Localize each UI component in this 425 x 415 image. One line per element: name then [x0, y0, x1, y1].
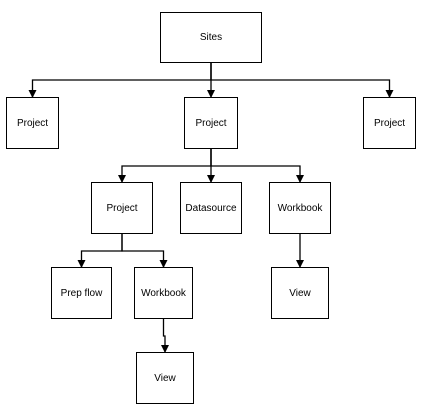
node-prep-flow: Prep flow — [51, 267, 112, 319]
node-project-sub: Project — [91, 182, 153, 234]
node-label: Datasource — [185, 202, 237, 214]
node-label: View — [289, 287, 311, 299]
connector-project-sub-to-prep-flow — [77, 234, 123, 268]
node-label: Project — [195, 117, 227, 129]
node-workbook-1: Workbook — [269, 182, 331, 234]
node-view-1: View — [271, 267, 329, 319]
connector-project-center-to-workbook-1 — [210, 149, 304, 183]
node-label: Workbook — [141, 287, 186, 299]
node-project-right: Project — [363, 97, 416, 149]
connector-sites-to-project-right — [210, 63, 394, 98]
node-label: Sites — [199, 32, 223, 43]
node-project-center: Project — [184, 97, 238, 149]
node-project-left: Project — [6, 97, 59, 149]
node-datasource: Datasource — [180, 182, 242, 234]
node-label: Prep flow — [60, 287, 103, 299]
connector-workbook-2-to-view-2 — [161, 319, 169, 353]
connector-project-sub-to-workbook-2 — [121, 234, 168, 268]
node-view-2: View — [136, 352, 194, 404]
node-workbook-2: Workbook — [134, 267, 193, 319]
node-label: Workbook — [277, 202, 323, 214]
node-label: View — [154, 372, 176, 384]
node-label: Project — [106, 202, 138, 214]
connector-sites-to-project-left — [28, 63, 212, 98]
connector-project-center-to-project-sub — [118, 149, 212, 183]
node-label: Project — [16, 117, 49, 129]
node-sites: Sites — [160, 12, 262, 63]
node-label: Project — [373, 117, 406, 129]
